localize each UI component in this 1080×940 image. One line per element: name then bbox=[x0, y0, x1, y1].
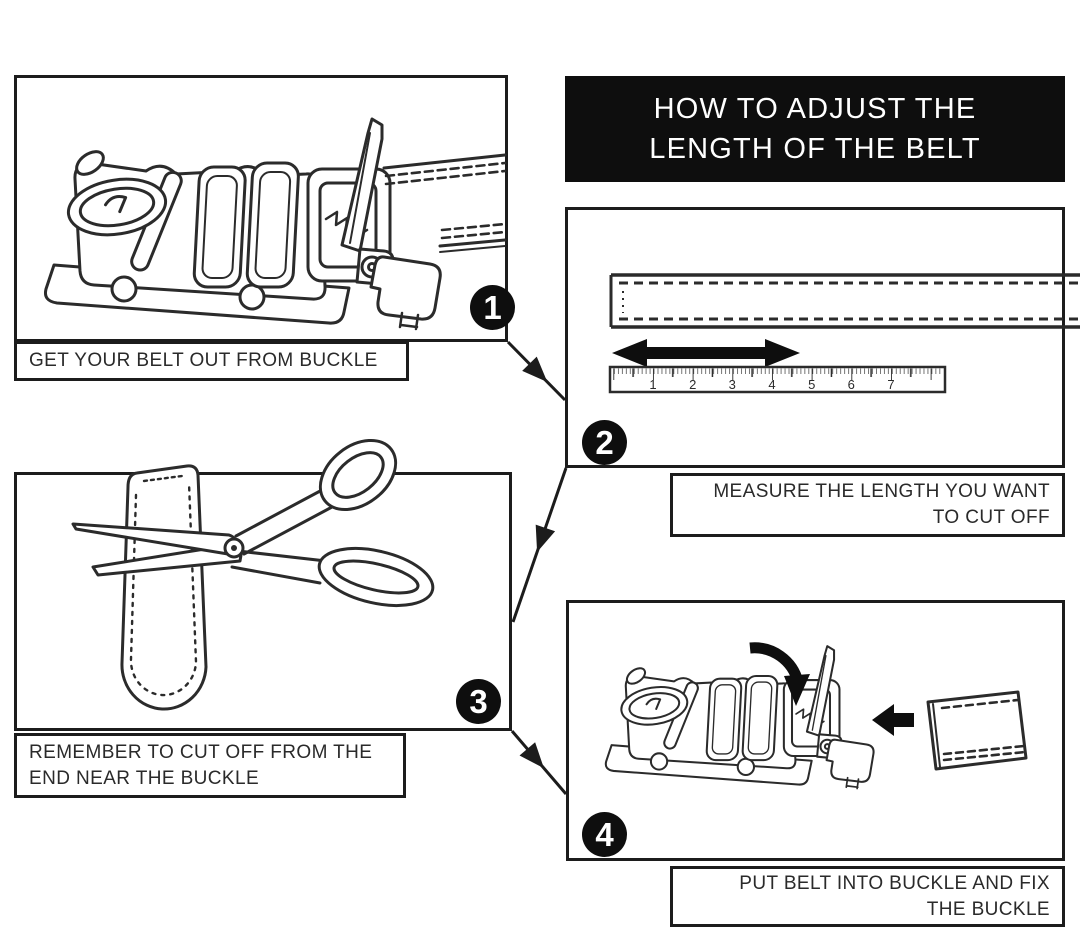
buckle-open-illustration bbox=[43, 117, 507, 331]
step-4-badge: 4 bbox=[582, 812, 627, 857]
step-2-caption: MEASURE THE LENGTH YOU WANT TO CUT OFF bbox=[670, 473, 1065, 537]
step-1-badge: 1 bbox=[470, 285, 515, 330]
ruler-number: 2 bbox=[689, 377, 696, 392]
ruler-number: 4 bbox=[768, 377, 775, 392]
scissors-handle-upper bbox=[234, 488, 334, 556]
flow-arrow-step1-to-step2 bbox=[506, 340, 567, 402]
caption-line: REMEMBER TO CUT OFF FROM THE bbox=[29, 741, 373, 763]
title-banner: HOW TO ADJUST THE LENGTH OF THE BELT bbox=[565, 76, 1065, 182]
step-3-panel bbox=[14, 472, 512, 731]
ruler-number: 7 bbox=[887, 377, 894, 392]
step-3-caption: REMEMBER TO CUT OFF FROM THE END NEAR TH… bbox=[14, 733, 406, 798]
step-3-badge: 3 bbox=[456, 679, 501, 724]
step-1-caption: GET YOUR BELT OUT FROM BUCKLE bbox=[14, 341, 409, 381]
scissors-pivot-center bbox=[231, 545, 237, 551]
belt-end-strap bbox=[120, 464, 208, 711]
flow-arrow-step2-to-step3 bbox=[511, 467, 568, 623]
title-line-2: LENGTH OF THE BELT bbox=[649, 133, 981, 165]
insert-direction-arrow bbox=[872, 704, 914, 736]
scissors-cutting-belt-illustration bbox=[71, 438, 435, 711]
ruler-number: 6 bbox=[848, 377, 855, 392]
flow-arrow-step3-to-step4 bbox=[510, 730, 568, 795]
title-line-1: HOW TO ADJUST THE bbox=[653, 93, 977, 125]
step-4-caption: PUT BELT INTO BUCKLE AND FIX THE BUCKLE bbox=[670, 866, 1065, 927]
caption-line: END NEAR THE BUCKLE bbox=[29, 767, 260, 789]
caption-line: GET YOUR BELT OUT FROM BUCKLE bbox=[29, 350, 378, 371]
caption-line: THE BUCKLE bbox=[926, 898, 1050, 920]
scissors bbox=[71, 438, 435, 607]
scissors-ring-upper-hole bbox=[331, 451, 385, 499]
double-headed-measure-arrow bbox=[612, 339, 800, 367]
belt-strap-out bbox=[382, 153, 507, 253]
ruler-number: 5 bbox=[808, 377, 815, 392]
ruler: 1 2 3 4 5 6 7 bbox=[608, 365, 947, 394]
close-lever-arrow bbox=[749, 642, 810, 706]
ruler-number: 3 bbox=[729, 377, 736, 392]
cut-belt-piece bbox=[926, 690, 1028, 771]
caption-line: PUT BELT INTO BUCKLE AND FIX bbox=[739, 872, 1050, 894]
belt-strap bbox=[609, 273, 1080, 329]
step-2-panel bbox=[565, 207, 1065, 468]
caption-line: MEASURE THE LENGTH YOU WANT bbox=[713, 481, 1050, 502]
caption-line: TO CUT OFF bbox=[932, 507, 1050, 528]
scissors-ring-lower-hole bbox=[332, 559, 420, 595]
scissors-handle-lower bbox=[230, 549, 328, 585]
buckle-insert-illustration bbox=[604, 642, 1028, 790]
step-2-badge: 2 bbox=[582, 420, 627, 465]
belt-and-ruler-illustration: 1 2 3 4 5 6 7 bbox=[608, 273, 1080, 394]
ruler-number: 1 bbox=[649, 377, 656, 392]
